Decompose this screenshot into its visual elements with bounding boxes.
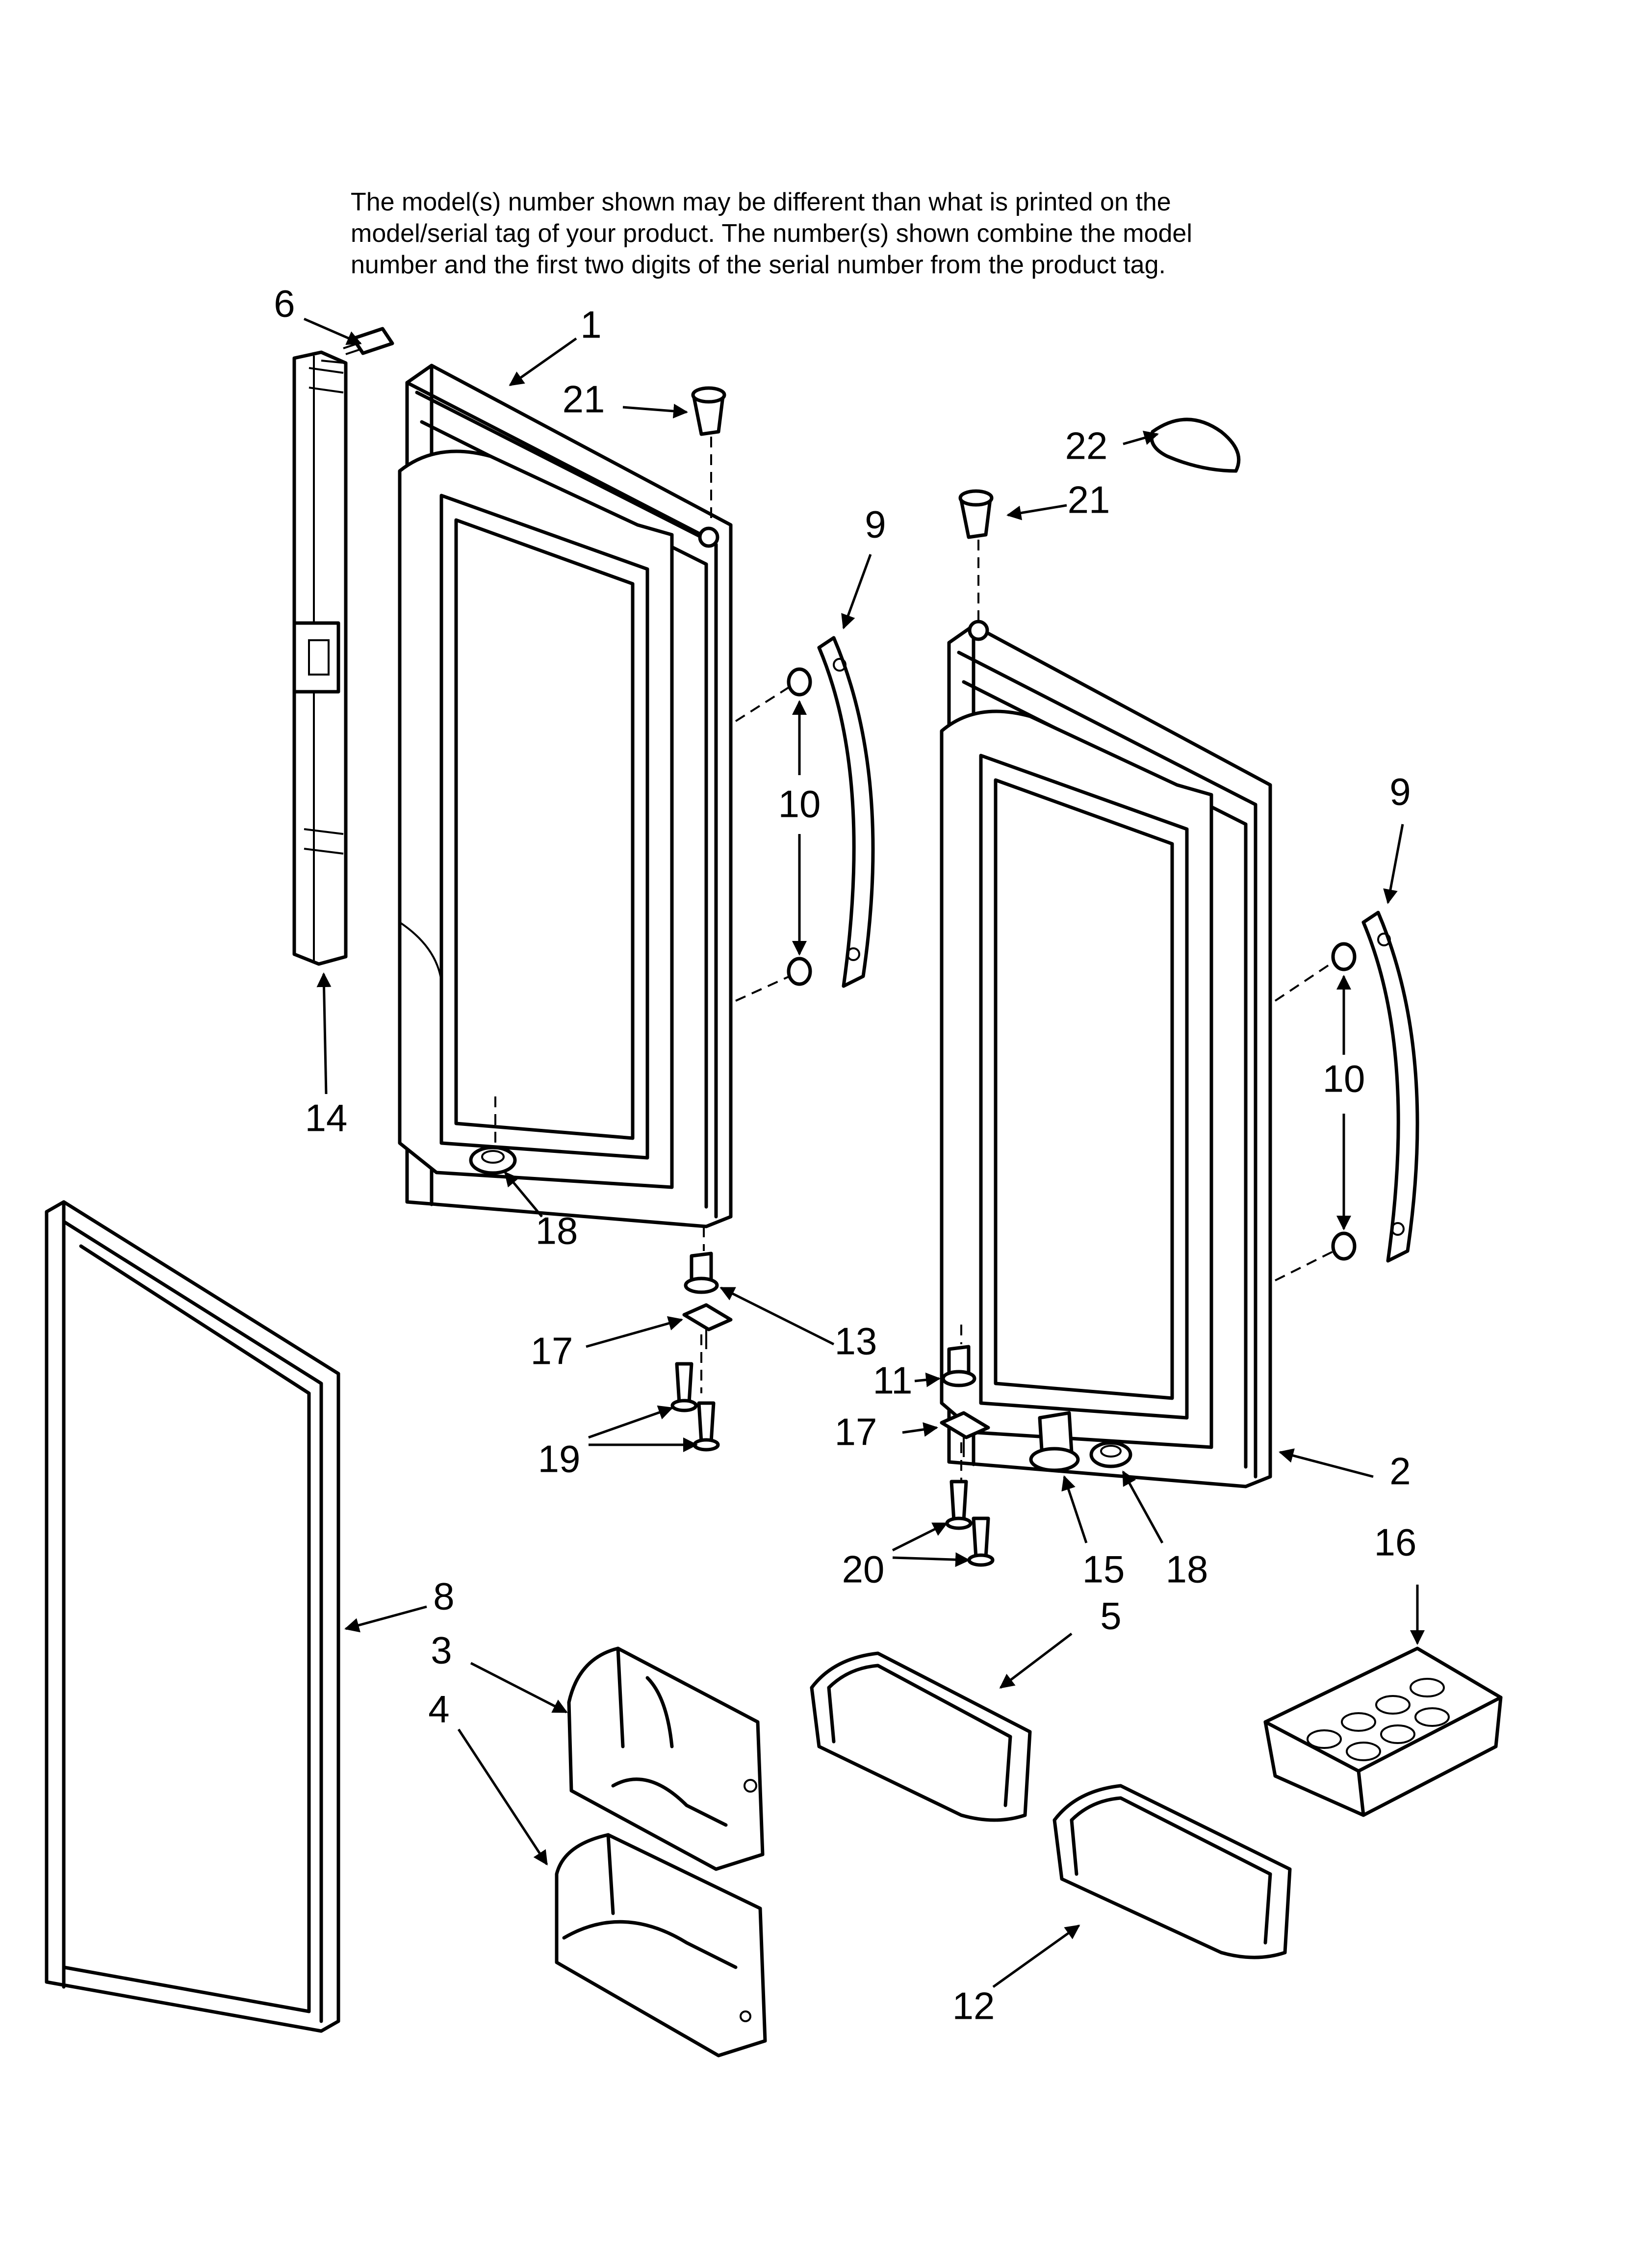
callout-14: 14 xyxy=(305,1096,348,1140)
part-8-door-gasket[interactable] xyxy=(45,1200,340,2033)
callout-11: 11 xyxy=(873,1359,913,1402)
part-18-left-bumper[interactable] xyxy=(469,1096,517,1175)
callout-9-right: 9 xyxy=(1389,770,1411,813)
callout-5: 5 xyxy=(1100,1594,1121,1638)
part-13-hinge-pin[interactable] xyxy=(684,1226,719,1294)
callout-21-left: 19 xyxy=(538,1437,581,1481)
part-17-left-hinge-bracket[interactable] xyxy=(682,1303,733,1393)
part-5-door-bin[interactable] xyxy=(810,1651,1032,1822)
callout-21-right: 20 xyxy=(842,1548,885,1591)
callout-18-left: 18 xyxy=(536,1209,578,1252)
note-line-3: number and the first two digits of the s… xyxy=(351,251,1166,279)
callout-17-left: 17 xyxy=(531,1330,573,1373)
callout-10-right: 10 xyxy=(1323,1057,1365,1100)
callout-13: 13 xyxy=(835,1320,877,1363)
callout-18-right: 18 xyxy=(1166,1548,1208,1591)
part-14-door-trim[interactable] xyxy=(292,350,348,966)
part-4-dairy-bin[interactable] xyxy=(555,1833,767,2058)
callout-22: 22 xyxy=(1065,424,1108,468)
callout-16: 15 xyxy=(1082,1548,1125,1591)
part-15-egg-tray[interactable] xyxy=(1263,1646,1503,1817)
callout-12: 12 xyxy=(952,1984,995,2028)
part-12-door-bin[interactable] xyxy=(1052,1784,1292,1959)
part-22-gasket-ring[interactable] xyxy=(1150,417,1241,473)
part-10-left-handle-mounts[interactable] xyxy=(735,667,812,1002)
part-20-hinge-cap[interactable] xyxy=(958,489,994,623)
part-21-right-screws[interactable] xyxy=(945,1480,995,1567)
part-10-right-handle-mounts[interactable] xyxy=(1274,942,1357,1281)
callout-19: 21 xyxy=(563,378,605,421)
part-18-right-bumper[interactable] xyxy=(1089,1441,1132,1468)
note-line-1: The model(s) number shown may be differe… xyxy=(351,188,1171,216)
part-16-cam[interactable] xyxy=(1029,1411,1080,1472)
leader-lines xyxy=(304,317,1425,1988)
part-9-left-handle[interactable] xyxy=(817,636,875,988)
callout-15: 16 xyxy=(1374,1521,1417,1564)
part-19-hinge-cap[interactable] xyxy=(691,386,726,525)
part-1-left-door[interactable] xyxy=(398,364,733,1228)
callout-2: 2 xyxy=(1389,1450,1411,1493)
callout-17-right: 17 xyxy=(835,1410,877,1454)
model-number-note: The model(s) number shown may be differe… xyxy=(351,186,1479,281)
callout-10-left: 10 xyxy=(778,782,821,826)
note-line-2: model/serial tag of your product. The nu… xyxy=(351,219,1192,248)
part-11-hinge-pin[interactable] xyxy=(941,1325,976,1387)
callout-1: 1 xyxy=(580,303,601,346)
callout-6: 6 xyxy=(274,282,295,325)
callout-20: 21 xyxy=(1068,478,1110,521)
part-9-right-handle[interactable] xyxy=(1361,911,1419,1263)
part-2-right-door[interactable] xyxy=(940,620,1272,1488)
callout-4: 4 xyxy=(428,1688,449,1731)
part-3-dairy-door[interactable] xyxy=(567,1646,765,1871)
callout-8: 8 xyxy=(433,1575,454,1618)
part-6-screw[interactable] xyxy=(343,327,394,355)
callout-9-left: 9 xyxy=(865,503,886,546)
part-21-left-screws[interactable] xyxy=(670,1362,720,1452)
callout-3: 3 xyxy=(431,1629,452,1672)
callout-labels: 6 1 21 22 21 9 10 9 10 14 18 13 17 11 17… xyxy=(274,282,1416,2028)
